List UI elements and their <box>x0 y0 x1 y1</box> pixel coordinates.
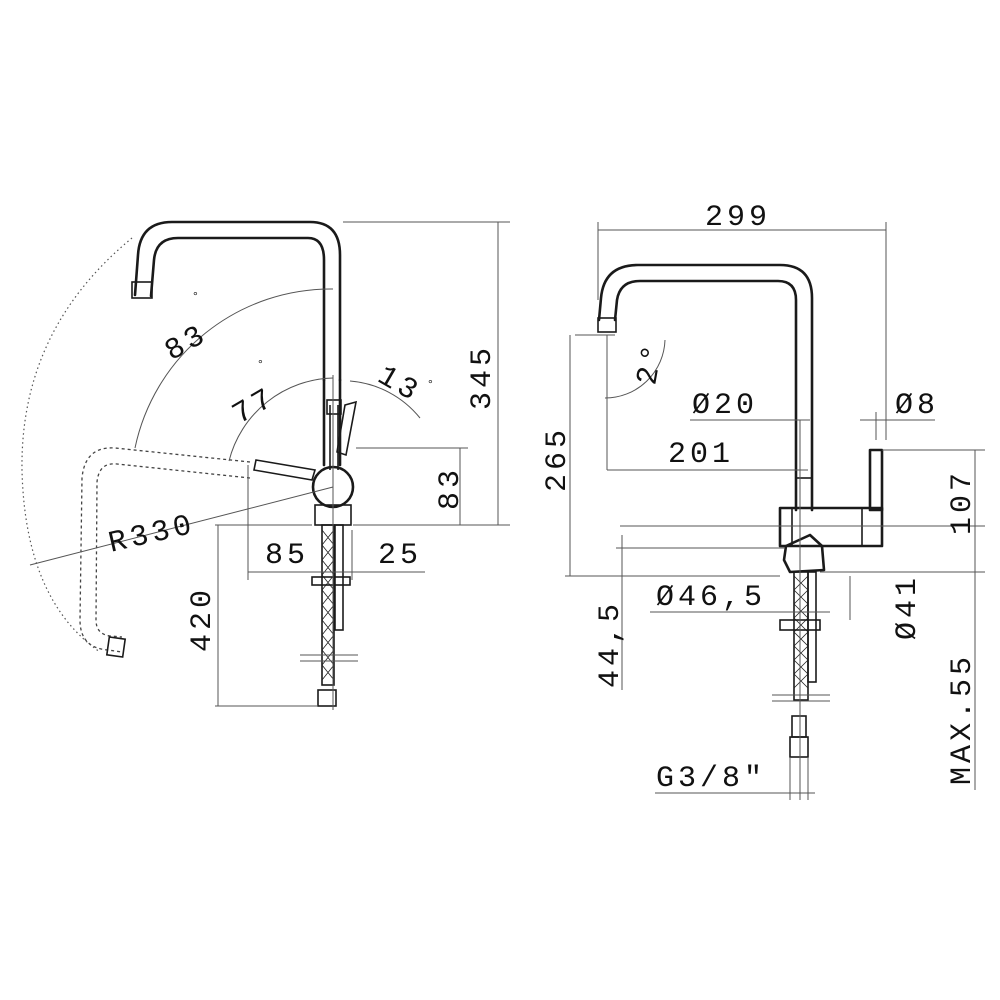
width-85-label: 85 <box>265 539 309 573</box>
front-base <box>782 533 826 574</box>
side-handle-lowered <box>253 459 317 481</box>
side-spout-rotated <box>79 447 251 653</box>
front-spout <box>597 263 814 512</box>
side-spout-upper <box>133 220 342 382</box>
side-fixing-plate <box>311 576 351 586</box>
max-55-label: MAX.55 <box>946 653 980 785</box>
front-hose-nut <box>789 736 809 758</box>
front-view: 299 2° 265 Ø20 Ø8 201 107 44,5 Ø46,5 <box>541 201 985 800</box>
radius-label: R330 <box>106 509 199 562</box>
dia-41-label: Ø41 <box>891 574 925 640</box>
reach-201-label: 201 <box>668 438 734 472</box>
dia-8-label: Ø8 <box>895 389 939 423</box>
side-hose-nut <box>317 689 337 707</box>
width-299-label: 299 <box>705 201 771 235</box>
thread-label: G3/8" <box>656 762 766 796</box>
angle-77-label: 77 <box>227 381 282 432</box>
side-view: 83 ° 77 ° 13 ° 345 83 R330 85 25 420 <box>21 220 510 710</box>
height-107-label: 107 <box>946 469 980 535</box>
angle-77-degree: ° <box>258 357 263 371</box>
angle-13-label: 13 <box>371 360 426 411</box>
side-swing-arc <box>21 237 133 653</box>
height-83-label: 83 <box>434 466 468 510</box>
front-body <box>778 506 884 548</box>
angle-13-degree: ° <box>428 377 433 391</box>
height-345-label: 345 <box>466 344 500 410</box>
height-44-5-label: 44,5 <box>594 600 628 688</box>
angle-83-label: 83 <box>159 318 214 369</box>
side-spout-upper-inner <box>149 236 326 382</box>
side-handle-alt <box>336 400 358 457</box>
dia-46-5-label: Ø46,5 <box>656 581 766 615</box>
width-25-label: 25 <box>378 539 422 573</box>
side-aerator-upper <box>131 281 153 299</box>
height-265-label: 265 <box>541 426 575 492</box>
angle-2-label: 2° <box>631 338 672 387</box>
depth-420-label: 420 <box>186 586 220 652</box>
angle-83-degree: ° <box>193 289 198 303</box>
front-handle <box>868 448 884 512</box>
front-aerator <box>597 317 617 333</box>
dia-20-label: Ø20 <box>692 389 758 423</box>
